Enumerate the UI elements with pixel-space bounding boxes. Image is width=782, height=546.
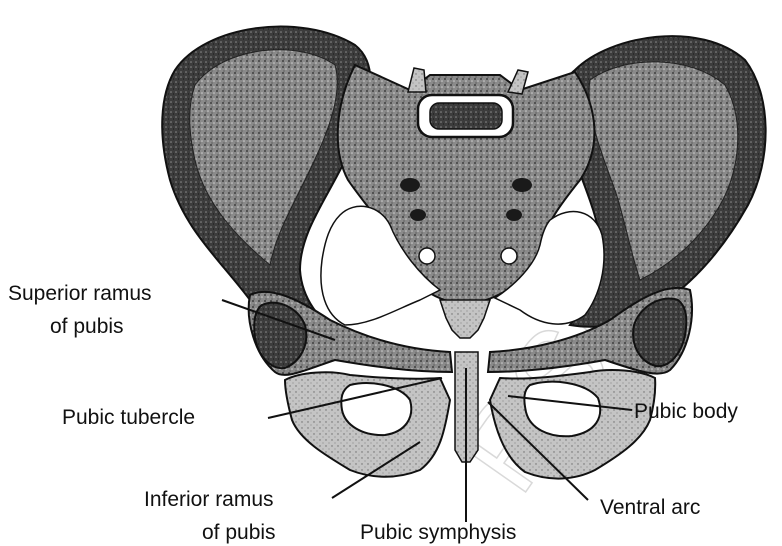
sacral-foramen — [512, 178, 532, 192]
sacral-foramen — [506, 209, 522, 221]
sacral-foramen — [410, 209, 426, 221]
sacral-foramen — [419, 248, 435, 264]
left-articular-process — [408, 68, 426, 92]
coccyx — [440, 300, 490, 338]
label-pubic-tubercle: Pubic tubercle — [62, 406, 195, 429]
label-ventral-arc: Ventral arc — [600, 496, 700, 519]
sacral-foramen — [501, 248, 517, 264]
sacral-foramen — [400, 178, 420, 192]
label-inferior-ramus-line1: Inferior ramus — [144, 488, 274, 511]
label-superior-ramus-line1: Superior ramus — [8, 282, 152, 305]
label-pubic-body: Pubic body — [634, 400, 738, 423]
label-superior-ramus-line2: of pubis — [50, 315, 124, 338]
vertebral-body-inner — [430, 103, 502, 129]
label-inferior-ramus-line2: of pubis — [202, 521, 276, 544]
right-obturator-foramen — [524, 382, 600, 437]
label-pubic-symphysis: Pubic symphysis — [360, 521, 516, 544]
